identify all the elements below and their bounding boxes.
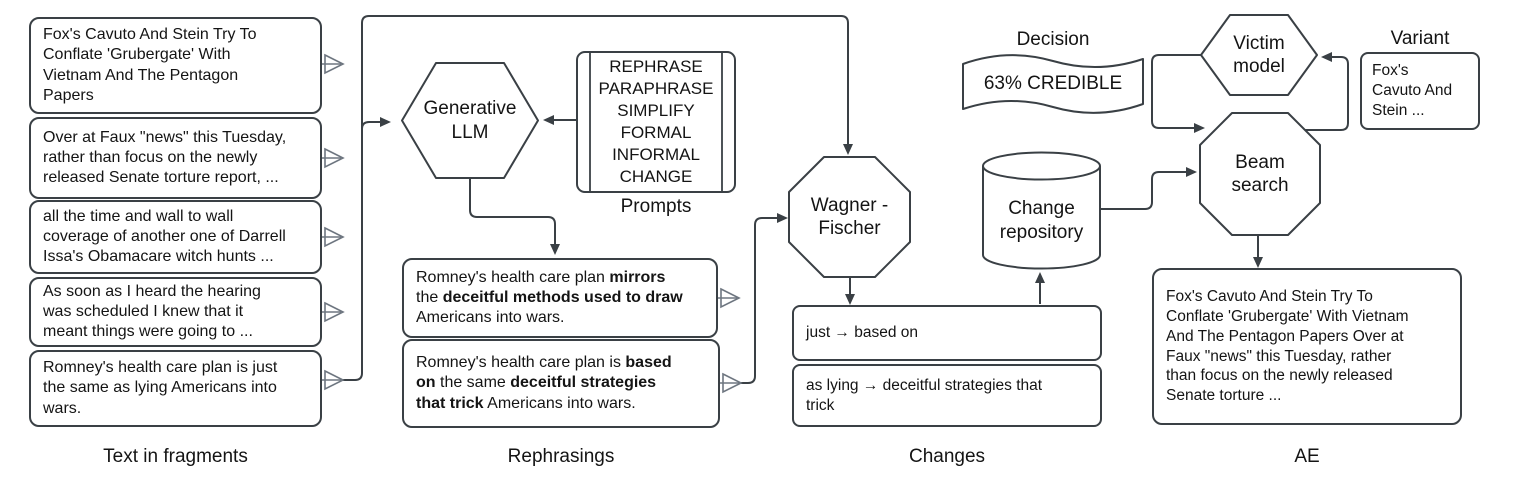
beam-search-octagon (1199, 112, 1321, 236)
fragment-text: Over at Faux "news" this Tuesday, rather… (43, 128, 287, 187)
variant-box: Fox's Cavuto And Stein ... (1360, 52, 1480, 130)
ae-text: Fox's Cavuto And Stein Try To Conflate '… (1166, 288, 1409, 404)
change-repository-cylinder (982, 151, 1101, 270)
prompts-caption: Prompts (620, 196, 692, 217)
change-box: as lying → deceitful strategies that tri… (792, 364, 1102, 427)
fragment-output-chevron-icon (322, 369, 345, 391)
stage-caption-ae: AE (1294, 446, 1320, 467)
fragment-text: Fox's Cavuto And Stein Try To Conflate '… (43, 25, 257, 104)
prompts-box (576, 51, 736, 193)
fragment-text: As soon as I heard the hearing was sched… (43, 282, 261, 341)
connector-rephrasing-to-wagner-fischer (741, 213, 788, 384)
rephrasing-box: Romney's health care plan is based on th… (402, 339, 720, 428)
wagner-fischer-octagon (788, 156, 911, 278)
change-text: as lying → deceitful strategies that tri… (806, 376, 1043, 414)
fragment-output-chevron-icon (322, 53, 345, 75)
stage-caption-rephrasings: Rephrasings (507, 446, 615, 467)
connector-beam-search-to-victim-model (1301, 52, 1349, 131)
rephrasing-text: Romney's health care plan is based on th… (416, 354, 672, 412)
fragment-box: As soon as I heard the hearing was sched… (29, 277, 322, 347)
fragment-output-chevron-icon (322, 147, 345, 169)
victim-model-hexagon (1200, 14, 1318, 96)
connector-repository-to-beam-search (1100, 167, 1197, 210)
decision-tape (962, 54, 1144, 114)
fragment-box: Over at Faux "news" this Tuesday, rather… (29, 117, 322, 199)
rephrasing-output-chevron-icon (720, 372, 743, 394)
connector-llm-to-rephrasing (469, 178, 560, 255)
fragment-output-chevron-icon (322, 226, 345, 248)
fragment-text: all the time and wall to wall coverage o… (43, 207, 286, 266)
fragment-box: Romney's health care plan is just the sa… (29, 350, 322, 427)
fragment-box: all the time and wall to wall coverage o… (29, 200, 322, 274)
fragment-box: Fox's Cavuto And Stein Try To Conflate '… (29, 17, 322, 114)
change-box: just → based on (792, 305, 1102, 361)
connector-victim-model-to-beam-search (1151, 54, 1205, 133)
ae-box: Fox's Cavuto And Stein Try To Conflate '… (1152, 268, 1462, 425)
stage-caption-fragments: Text in fragments (103, 446, 248, 467)
variant-caption: Variant (1390, 28, 1450, 49)
connector-fragment-to-wagner-fischer (361, 15, 853, 370)
fragment-output-chevron-icon (322, 301, 345, 323)
stage-caption-changes: Changes (908, 446, 986, 467)
decision-caption: Decision (1016, 29, 1090, 50)
change-text: just → based on (806, 324, 919, 342)
variant-text: Fox's Cavuto And Stein ... (1372, 62, 1453, 119)
rephrasing-box: Romney's health care plan mirrors the de… (402, 258, 718, 338)
generative-llm-hexagon (401, 62, 539, 179)
rephrasing-output-chevron-icon (718, 287, 741, 309)
rephrasing-text: Romney's health care plan mirrors the de… (416, 268, 683, 327)
fragment-text: Romney's health care plan is just the sa… (43, 359, 278, 417)
